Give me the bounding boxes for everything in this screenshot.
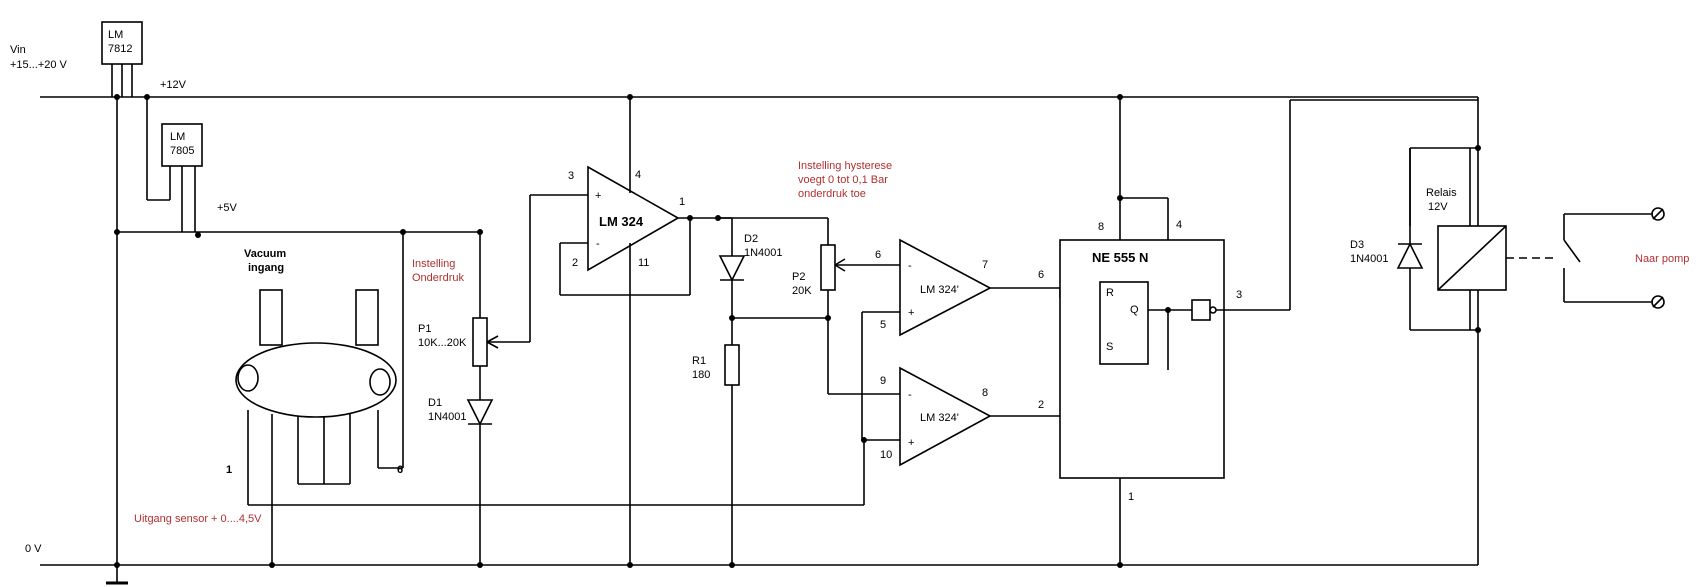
rail-5v <box>114 229 483 238</box>
pump-label: Naar pomp <box>1635 253 1689 265</box>
opamp1-pin-minus: 2 <box>572 257 578 269</box>
opamp2-plus: + <box>908 307 914 319</box>
p1-name: P1 <box>418 323 431 335</box>
opamp1-pin-plus: 3 <box>568 170 574 182</box>
diode-d1 <box>466 399 494 568</box>
v5-label: +5V <box>217 202 238 214</box>
opamp2-minus: - <box>908 260 912 272</box>
regulator-7805-line2: 7805 <box>170 145 194 157</box>
p2-value: 20K <box>792 285 812 297</box>
hysteresis-note-line3: onderdruk toe <box>798 188 866 200</box>
opamp3-label: LM 324' <box>920 412 959 424</box>
vin-label: Vin <box>10 44 26 56</box>
opamp1-pin-out: 1 <box>679 196 685 208</box>
v12-label: +12V <box>160 79 187 91</box>
r1-name: R1 <box>692 355 706 367</box>
diode-d2 <box>718 218 746 345</box>
opamp3-pin-minus: 9 <box>880 375 886 387</box>
timer-pin6: 6 <box>1038 269 1044 281</box>
d2-part: 1N4001 <box>744 247 783 259</box>
timer-q: Q <box>1130 304 1139 316</box>
ground-label: 0 V <box>25 543 42 555</box>
regulator-7812-line1: LM <box>108 29 123 41</box>
d1-part: 1N4001 <box>428 411 467 423</box>
potentiometer-p2 <box>718 217 900 395</box>
d1-name: D1 <box>428 397 442 409</box>
hysteresis-note-line2: voegt 0 tot 0,1 Bar <box>798 174 888 186</box>
opamp1-pin-vcc: 4 <box>635 169 641 181</box>
sensor-output-label: Uitgang sensor + 0....4,5V <box>134 513 262 525</box>
opamp3-plus: + <box>908 437 914 449</box>
opamp1-pin-gnd: 11 <box>638 257 649 269</box>
diode-d3 <box>1396 242 1424 330</box>
opamp2-pin-out: 7 <box>982 259 988 271</box>
potentiometer-p1 <box>472 195 531 400</box>
opamp1-plus: + <box>595 190 601 202</box>
sensor-pin-first: 1 <box>226 464 232 476</box>
p1-value: 10K...20K <box>418 337 467 349</box>
sensor-title-line1: Vacuum <box>244 248 286 260</box>
regulator-7805-line1: LM <box>170 131 185 143</box>
timer-pin2: 2 <box>1038 399 1044 411</box>
timer-ne555 <box>1059 94 1290 568</box>
relay <box>1409 145 1558 333</box>
d3-name: D3 <box>1350 239 1364 251</box>
resistor-r1 <box>724 315 740 568</box>
setting-underpressure-line1: Instelling <box>412 258 455 270</box>
setting-underpressure-line2: Onderdruk <box>412 272 464 284</box>
timer-pin8: 8 <box>1098 221 1104 233</box>
sensor-pin-last: 6 <box>397 464 403 476</box>
regulator-7805: LM 7805 <box>161 123 203 232</box>
opamp3-pin-out: 8 <box>982 387 988 399</box>
opamp-lm324 <box>530 94 732 568</box>
timer-label: NE 555 N <box>1092 250 1148 265</box>
opamp1-minus: - <box>596 238 600 250</box>
timer-s: S <box>1106 341 1113 353</box>
opamp3-pin-plus: 10 <box>880 449 892 461</box>
regulator-7812: LM 7812 <box>101 21 143 97</box>
timer-pin3: 3 <box>1236 289 1242 301</box>
p2-name: P2 <box>792 271 805 283</box>
rail-ground <box>40 97 1479 566</box>
relay-voltage: 12V <box>1428 201 1448 213</box>
opamp2-pin-minus: 6 <box>875 249 881 261</box>
hysteresis-note-line1: Instelling hysterese <box>798 160 892 172</box>
r1-value: 180 <box>692 369 710 381</box>
opamp1-label: LM 324 <box>599 214 644 229</box>
vin-range: +15...+20 V <box>10 59 68 71</box>
timer-pin1: 1 <box>1128 491 1134 503</box>
opamp-lm324-a <box>861 238 1100 443</box>
relay-switch <box>1563 207 1665 309</box>
timer-r: R <box>1106 287 1114 299</box>
relay-name: Relais <box>1426 187 1457 199</box>
opamp3-minus: - <box>908 389 912 401</box>
d3-part: 1N4001 <box>1350 253 1389 265</box>
d2-name: D2 <box>744 233 758 245</box>
opamp2-pin-plus: 5 <box>880 319 886 331</box>
vacuum-sensor <box>235 232 404 568</box>
opamp2-label: LM 324' <box>920 284 959 296</box>
timer-pin4: 4 <box>1176 219 1182 231</box>
sensor-title-line2: ingang <box>248 262 284 274</box>
regulator-7812-line2: 7812 <box>108 43 132 55</box>
